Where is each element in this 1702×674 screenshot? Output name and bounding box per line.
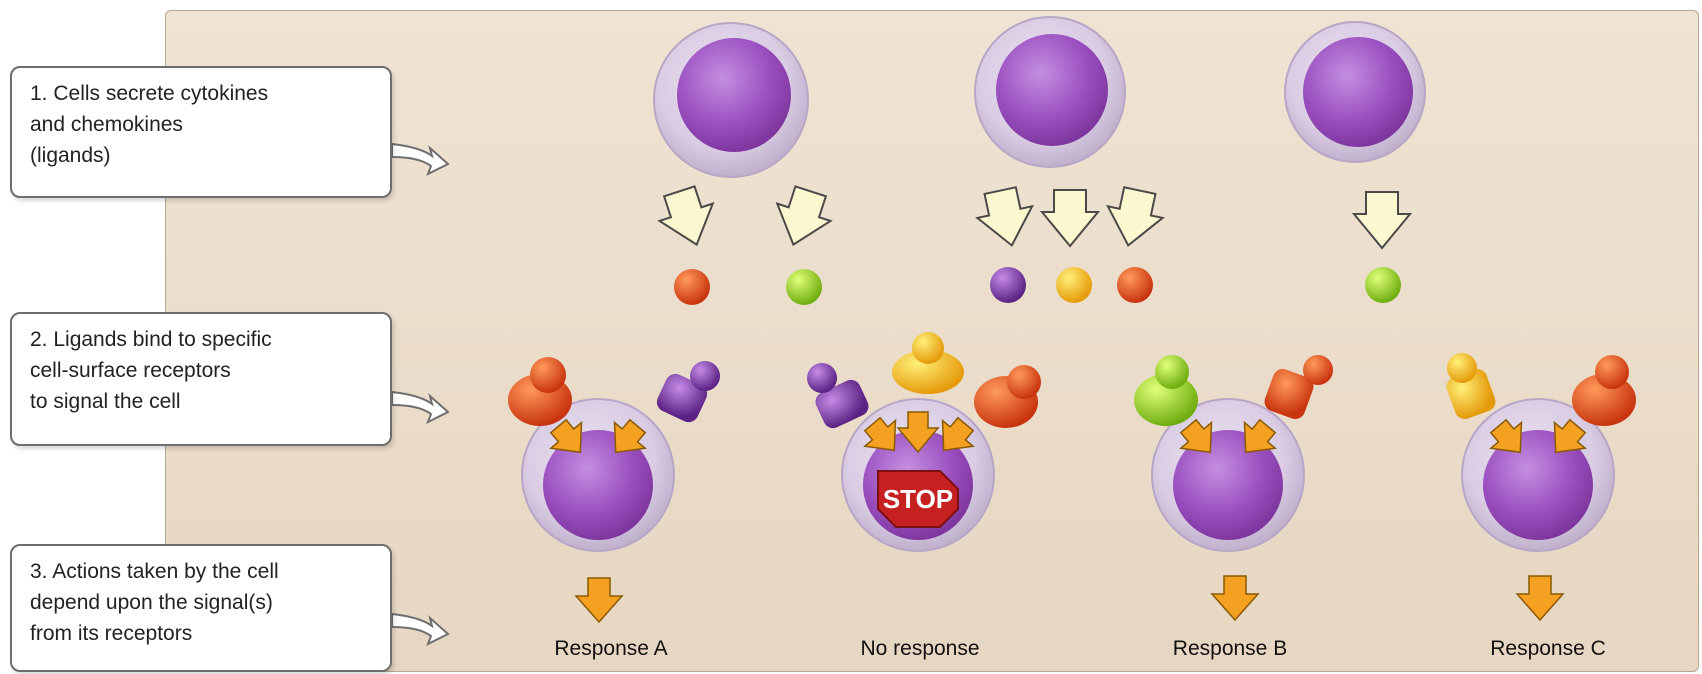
- receptor-purple: [807, 363, 872, 431]
- step-pointers: [392, 144, 448, 644]
- response-a-label: Response A: [554, 637, 667, 661]
- receptor-red: [974, 365, 1041, 428]
- receptor-red: [508, 357, 572, 426]
- secretion-arrow: [1101, 185, 1167, 251]
- step-2-pointer-icon: [392, 392, 448, 422]
- ligand-green: [1365, 267, 1401, 303]
- receptor-purple: [654, 361, 720, 425]
- receptor-yellow: [1444, 353, 1499, 422]
- secretion-arrows: [653, 183, 1410, 254]
- response-arrow-icon: [1212, 576, 1258, 620]
- receptor-green: [1134, 355, 1198, 426]
- ligand-red: [1117, 267, 1153, 303]
- ligand-red: [674, 269, 710, 305]
- no-response-label: No response: [860, 637, 979, 661]
- secretion-arrow: [973, 185, 1039, 251]
- secretion-arrow: [1354, 192, 1410, 248]
- response-arrows: [576, 576, 1563, 622]
- receptor-yellow: [892, 332, 964, 394]
- ligand-yellow: [1056, 267, 1092, 303]
- stop-label: STOP: [883, 484, 953, 514]
- receptor-red: [1262, 355, 1333, 422]
- secretion-arrow: [767, 183, 838, 254]
- secretion-arrow: [653, 183, 724, 254]
- secreting-cell-2: [975, 17, 1125, 167]
- step-1-box: 1. Cells secrete cytokines and chemokine…: [10, 66, 392, 198]
- step-3-pointer-icon: [392, 614, 448, 644]
- step-1-pointer-icon: [392, 144, 448, 174]
- ligand-green: [786, 269, 822, 305]
- secreting-cell-3: [1285, 22, 1425, 162]
- response-c-label: Response C: [1490, 637, 1606, 661]
- signal-arrows: [543, 411, 1593, 465]
- secreting-cell-1: [654, 23, 808, 177]
- stop-sign: STOP: [878, 471, 958, 527]
- response-arrow-icon: [576, 578, 622, 622]
- target-cell-a: [508, 357, 720, 551]
- step-2-box: 2. Ligands bind to specific cell-surface…: [10, 312, 392, 446]
- secretion-arrow: [1042, 190, 1098, 246]
- response-b-label: Response B: [1173, 637, 1287, 661]
- step-3-box: 3. Actions taken by the cell depend upon…: [10, 544, 392, 672]
- target-cell-b: [1134, 355, 1333, 551]
- receptor-red: [1572, 355, 1636, 426]
- target-cell-c: [1444, 353, 1636, 551]
- free-ligands: [674, 267, 1401, 305]
- ligand-purple: [990, 267, 1026, 303]
- response-arrow-icon: [1517, 576, 1563, 620]
